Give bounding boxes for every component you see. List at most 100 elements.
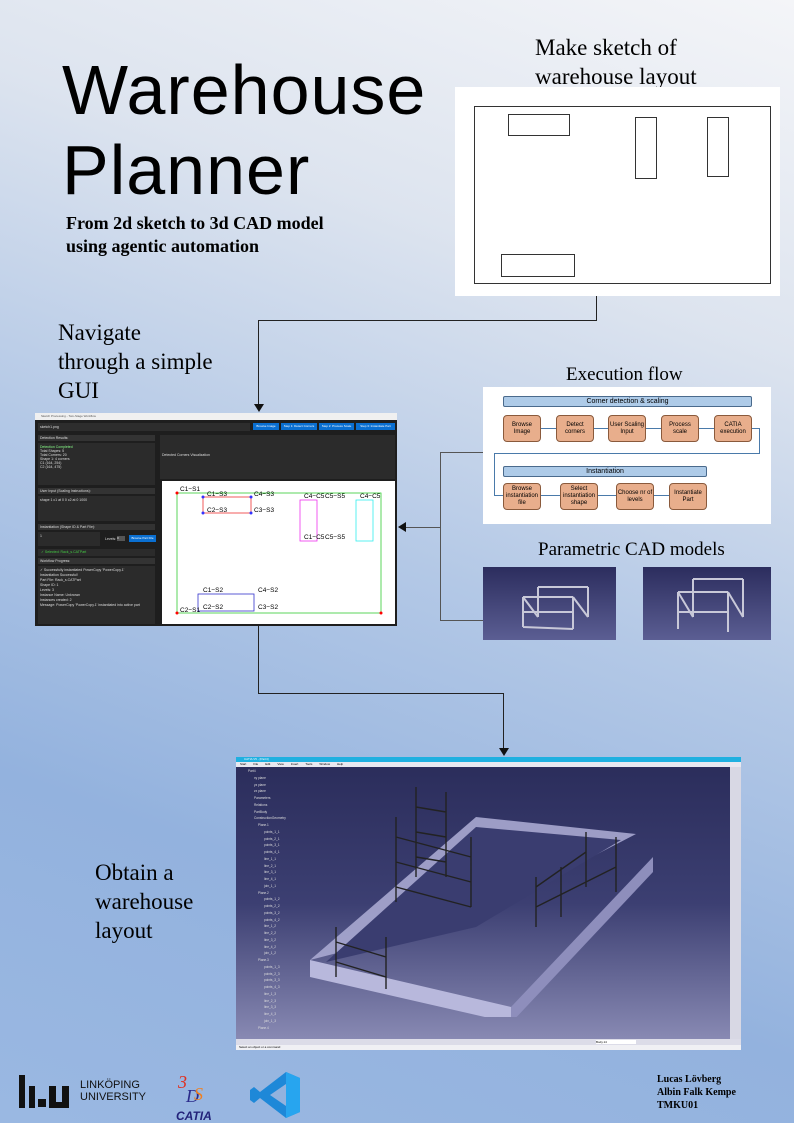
tree-node[interactable]: line_1_1 xyxy=(264,856,277,861)
result-line: Detection Completed xyxy=(40,445,73,449)
tree-node[interactable]: line_2_1 xyxy=(264,863,277,868)
tree-node[interactable]: points_2_1 xyxy=(264,836,280,841)
heading-line: Obtain a xyxy=(95,860,174,885)
browse-image-button[interactable]: Browse Image xyxy=(253,423,279,430)
tree-node[interactable]: join_1_1 xyxy=(264,883,277,888)
browse-part-button[interactable]: Browse Part File xyxy=(129,535,156,542)
menu-start[interactable]: Start xyxy=(240,762,247,766)
tree-node[interactable]: line_3_1 xyxy=(264,870,277,875)
tree-node[interactable]: Part4 xyxy=(248,769,256,773)
tree-node[interactable]: points_2_2 xyxy=(264,904,280,908)
tree-node[interactable]: points_1_2 xyxy=(264,897,280,902)
flow-step: Browse Image xyxy=(503,415,541,442)
tree-node[interactable]: line_2_3 xyxy=(264,998,277,1003)
menu-window[interactable]: Window xyxy=(319,762,331,766)
scaling-input[interactable]: shape 1 c1 at 0 0 c2 at 0 1000 xyxy=(38,496,155,521)
flow-step: Select instantiation shape xyxy=(560,483,598,510)
warehouse-model-viewport[interactable] xyxy=(296,777,676,1017)
tree-node[interactable]: line_3_3 xyxy=(264,1005,277,1010)
menu-insert[interactable]: Insert xyxy=(290,762,299,766)
tree-node[interactable]: line_3_2 xyxy=(264,937,277,942)
connector xyxy=(440,620,483,621)
tree-node[interactable]: Relations xyxy=(254,802,268,807)
authors: Lucas Lövberg Albin Falk Kempe TMKU01 xyxy=(657,1073,736,1112)
shape-id-input[interactable]: 1 xyxy=(38,532,100,546)
sketch-outline xyxy=(474,106,771,284)
connector xyxy=(258,320,259,405)
corner-label: C3−S3 xyxy=(254,507,275,514)
tree-node[interactable]: line_4_3 xyxy=(264,1012,277,1016)
liu-wordmark: LINKÖPING UNIVERSITY xyxy=(80,1079,146,1103)
tree-node[interactable]: Plane.4 xyxy=(258,1025,269,1030)
flow-line xyxy=(494,453,760,454)
menu-view[interactable]: View xyxy=(277,762,284,766)
step-gui-heading: Navigate through a simple GUI xyxy=(58,318,213,405)
cad-model-image xyxy=(483,567,616,640)
heading-line: warehouse layout xyxy=(535,64,697,89)
tree-node[interactable]: points_3_3 xyxy=(264,978,280,983)
menu-bar: Start File Edit View Insert Tools Window… xyxy=(236,762,741,767)
tree-node[interactable]: xy plane xyxy=(254,775,266,780)
tree-node[interactable]: join_1_3 xyxy=(264,1018,277,1023)
file-field[interactable]: sketch1.png xyxy=(38,423,250,431)
liu-text: UNIVERSITY xyxy=(80,1091,147,1103)
right-toolbar xyxy=(730,767,741,1039)
tree-node[interactable]: points_1_1 xyxy=(264,829,280,834)
vscode-logo-icon xyxy=(250,1072,300,1118)
instantiate-part-button[interactable]: Step 3: Instantiate Part xyxy=(356,423,395,430)
detection-results: Detection Completed Total Shapes: 5 Tota… xyxy=(38,443,155,485)
liu-mark-icon xyxy=(19,1075,69,1108)
step-sketch-heading: Make sketch of warehouse layout xyxy=(535,33,697,91)
tree-node[interactable]: yz plane xyxy=(254,782,266,787)
liu-logo: LINKÖPING UNIVERSITY xyxy=(19,1072,146,1110)
process-scale-button[interactable]: Step 2: Process Scale xyxy=(319,423,354,430)
tree-node[interactable]: points_4_1 xyxy=(264,850,280,854)
corner-overlay xyxy=(175,491,383,615)
levels-spinner[interactable]: 3 xyxy=(117,536,125,541)
step-obtain-heading: Obtain a warehouse layout xyxy=(95,858,193,945)
flow-step: Choose nr of levels xyxy=(616,483,654,510)
tree-node[interactable]: line_2_2 xyxy=(264,931,277,935)
flow-step: Browse instantiation file xyxy=(503,483,541,510)
arrow-icon xyxy=(499,748,509,756)
menu-edit[interactable]: Edit xyxy=(265,762,271,766)
tree-node[interactable]: line_4_1 xyxy=(264,877,277,881)
corner-label: C4−C5 xyxy=(304,493,325,500)
tree-node[interactable]: Parameters xyxy=(254,796,271,800)
tree-node[interactable]: ConstructionGeometry xyxy=(254,816,286,821)
tree-node[interactable]: zx plane xyxy=(254,789,266,794)
group-corner-detection: Corner detection & scaling xyxy=(503,396,752,407)
menu-help[interactable]: Help xyxy=(337,762,344,766)
sketch-shape xyxy=(707,117,729,177)
subtitle: From 2d sketch to 3d CAD model using age… xyxy=(66,212,324,258)
parametric-cad-heading: Parametric CAD models xyxy=(538,539,725,560)
tree-node[interactable]: points_2_3 xyxy=(264,971,280,976)
tree-node[interactable]: line_1_3 xyxy=(264,991,277,996)
tree-node[interactable]: points_4_3 xyxy=(264,985,280,989)
subtitle-line-2: using agentic automation xyxy=(66,236,260,256)
body-field[interactable]: Body.14 xyxy=(596,1040,636,1044)
tree-node[interactable]: points_4_2 xyxy=(264,917,280,922)
tree-node[interactable]: Plane.1 xyxy=(258,823,269,827)
tree-node[interactable]: line_4_2 xyxy=(264,944,277,949)
tree-node[interactable]: points_1_3 xyxy=(264,964,280,969)
menu-tools[interactable]: Tools xyxy=(305,762,313,766)
detect-corners-button[interactable]: Step 1: Detect Corners xyxy=(281,423,317,430)
tree-node[interactable]: Plane.3 xyxy=(258,958,269,962)
window-title: Sketch Processing - Two-Stage Workflow xyxy=(35,413,397,420)
result-line: Shape 1: 4 corners xyxy=(40,457,70,461)
tree-node[interactable]: points_3_2 xyxy=(264,910,280,915)
tree-node[interactable]: join_1_2 xyxy=(264,951,277,956)
log-line: Message: PowerCopy 'PowerCopy.1' instant… xyxy=(40,603,140,607)
poster-title: Warehouse Planner xyxy=(62,50,426,210)
progress-header: Workflow Progress: xyxy=(38,558,155,564)
tree-node[interactable]: PartBody xyxy=(254,809,268,814)
tree-node[interactable]: Plane.2 xyxy=(258,890,269,895)
menu-file[interactable]: File xyxy=(253,762,259,766)
detection-header: Detection Results: xyxy=(38,435,155,441)
tree-node[interactable]: points_3_1 xyxy=(264,843,280,848)
course-code: TMKU01 xyxy=(657,1100,699,1111)
tree-node[interactable]: line_1_2 xyxy=(264,924,277,929)
